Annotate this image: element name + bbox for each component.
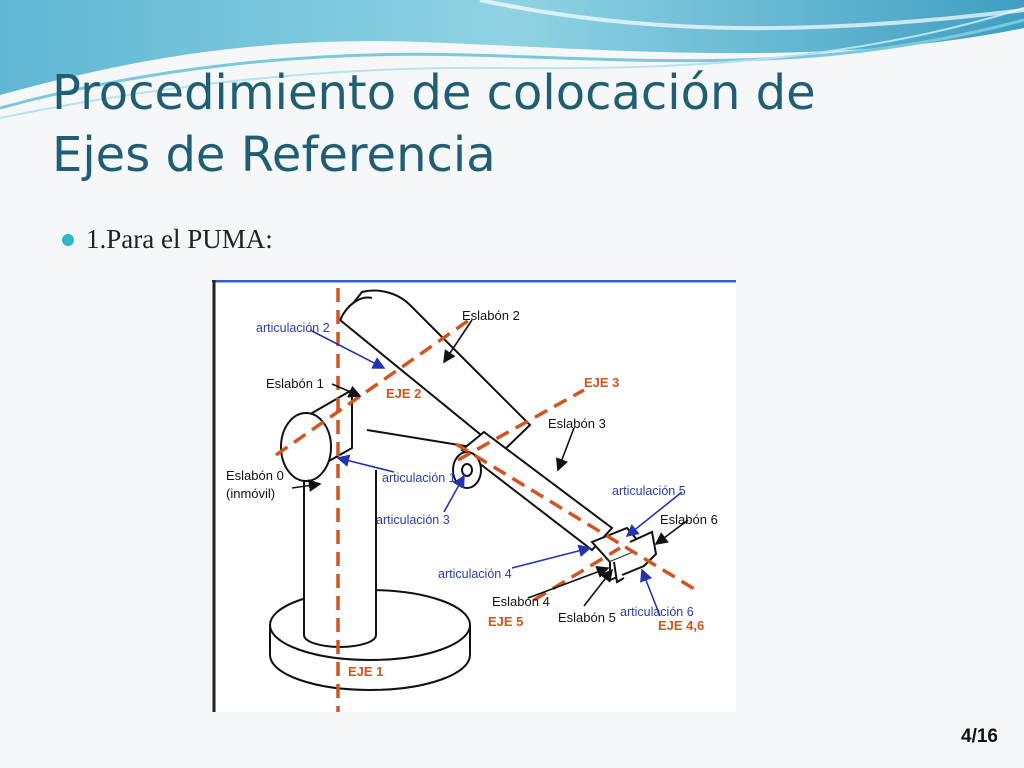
puma-diagram-svg: articulación 2 articulación 1 articulaci…	[212, 280, 736, 712]
label-eje-5: EJE 5	[488, 614, 523, 629]
label-eslabon-3: Eslabón 3	[548, 416, 606, 431]
label-articulacion-2: articulación 2	[256, 321, 330, 335]
joint-arrows	[309, 329, 683, 617]
label-articulacion-5: articulación 5	[612, 484, 686, 498]
label-eje-46: EJE 4,6	[658, 618, 704, 633]
bullet-dot-icon	[62, 233, 74, 246]
label-articulacion-1: articulación 1	[382, 471, 456, 485]
puma-robot-diagram: articulación 2 articulación 1 articulaci…	[212, 280, 736, 712]
link-0-base	[269, 470, 471, 691]
label-eslabon-0-line-2: (inmóvil)	[226, 486, 275, 501]
label-eslabon-6: Eslabón 6	[660, 512, 718, 527]
page-number: 4/16	[961, 726, 998, 747]
axis-5-line	[533, 546, 621, 602]
axis-3-line	[457, 388, 585, 462]
bullet-text: 1.Para el PUMA:	[86, 224, 273, 254]
axis-2-line	[274, 316, 474, 457]
slide-title: Procedimiento de colocación de Ejes de R…	[52, 62, 952, 186]
axis-46-line	[455, 442, 697, 592]
label-eslabon-4: Eslabón 4	[492, 594, 550, 609]
label-eslabon-0-line-1: Eslabón 0	[226, 468, 284, 483]
label-eslabon-2: Eslabón 2	[462, 308, 520, 323]
label-articulacion-4: articulación 4	[438, 567, 512, 581]
label-eslabon-1: Eslabón 1	[266, 376, 324, 391]
link-1-shoulder	[280, 388, 353, 482]
label-eje-3: EJE 3	[584, 375, 619, 390]
label-articulacion-3: articulación 3	[376, 513, 450, 527]
label-eslabon-5: Eslabón 5	[558, 610, 616, 625]
bullet-item: 1.Para el PUMA:	[62, 224, 273, 255]
link-arrows	[291, 319, 689, 607]
reference-axes	[274, 288, 697, 712]
title-line-1: Procedimiento de colocación de	[52, 65, 816, 121]
label-eje-1: EJE 1	[348, 664, 383, 679]
title-line-2: Ejes de Referencia	[52, 127, 496, 183]
label-eje-2: EJE 2	[386, 386, 421, 401]
header-wave-decoration	[0, 0, 1024, 119]
label-articulacion-6: articulación 6	[620, 605, 694, 619]
